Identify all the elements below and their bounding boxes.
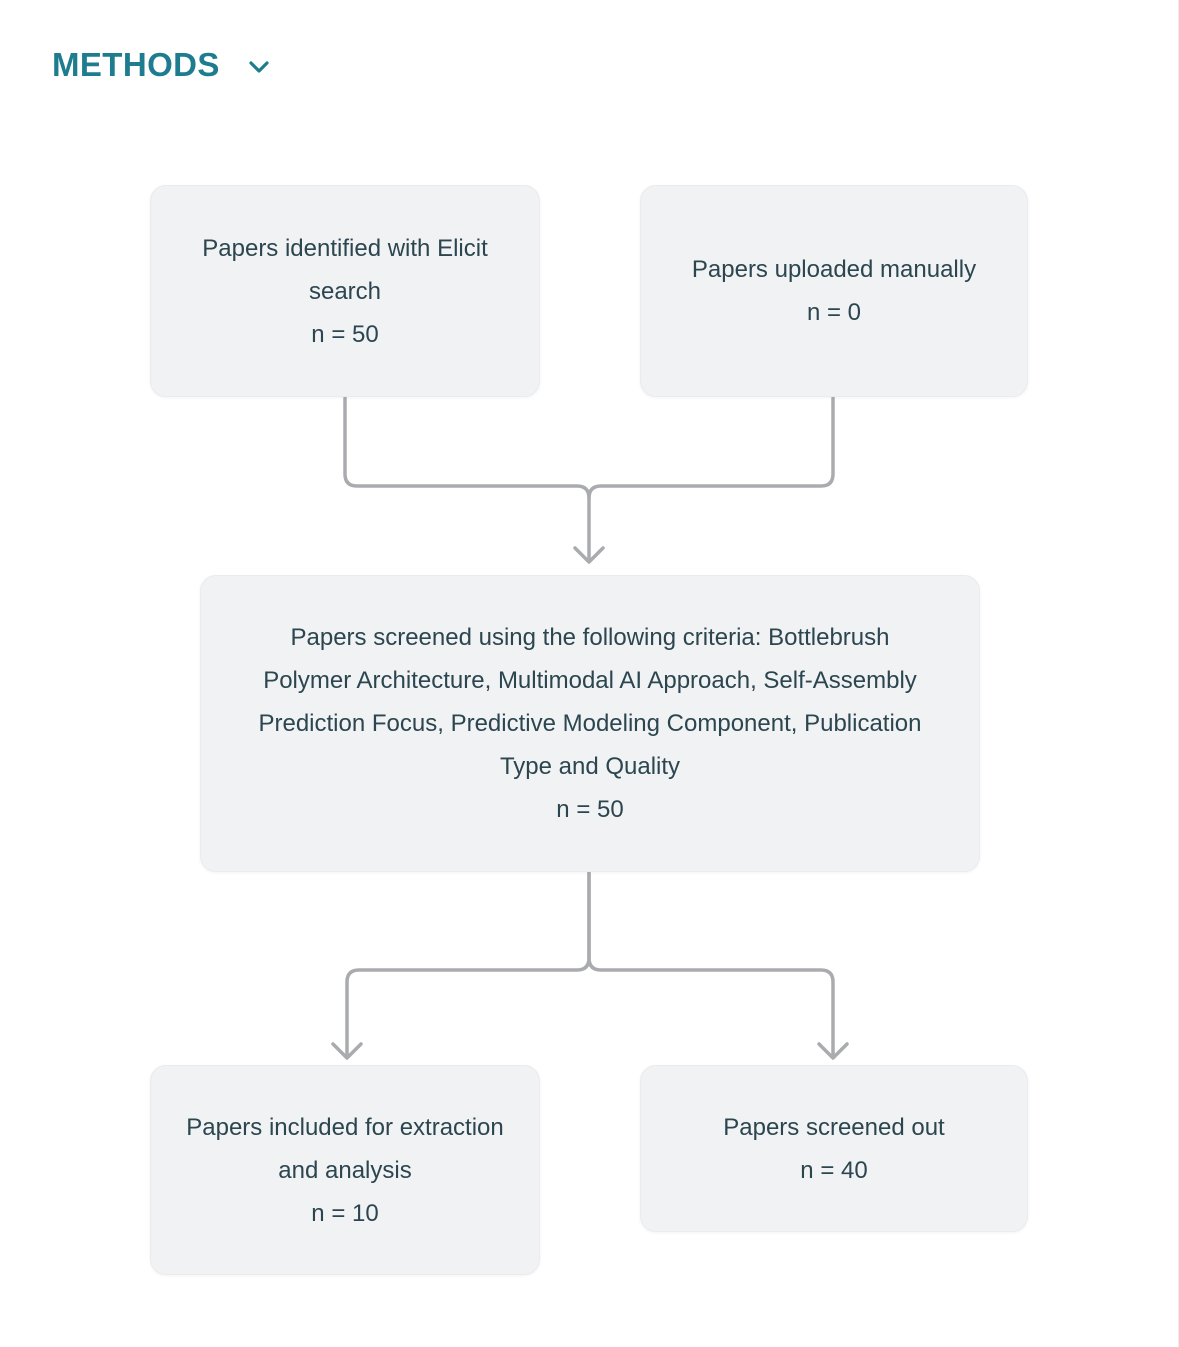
node-label: Papers screened using the following crit… bbox=[258, 624, 922, 780]
edge-uploaded-to-screened bbox=[587, 396, 835, 500]
chevron-down-icon bbox=[244, 53, 274, 81]
node-label: Papers identified with Elicit search bbox=[202, 234, 488, 305]
arrowhead-into-screened-out-icon bbox=[817, 1042, 849, 1060]
node-count: n = 0 bbox=[806, 299, 862, 326]
node-count: n = 40 bbox=[800, 1156, 868, 1184]
section-title: METHODS bbox=[52, 46, 220, 83]
flow-node-screened-out: Papers screened out n = 40 bbox=[640, 1065, 1028, 1232]
flow-node-screened: Papers screened using the following crit… bbox=[200, 575, 980, 872]
node-label: Papers screened out bbox=[723, 1113, 945, 1141]
arrowhead-into-screened-icon bbox=[573, 546, 605, 564]
arrowhead-into-included-icon bbox=[331, 1042, 363, 1060]
flow-node-included: Papers included for extraction and analy… bbox=[150, 1065, 540, 1275]
node-label: Papers included for extraction and analy… bbox=[186, 1113, 504, 1184]
flow-node-identified: Papers identified with Elicit search n =… bbox=[150, 185, 540, 397]
node-count: n = 50 bbox=[311, 320, 379, 348]
methods-section-toggle[interactable]: METHODS bbox=[52, 46, 274, 84]
edge-screened-to-screened-out bbox=[587, 871, 835, 1057]
node-count: n = 10 bbox=[311, 1199, 379, 1227]
edge-screened-to-included bbox=[345, 871, 591, 1057]
edge-identified-to-screened bbox=[343, 396, 591, 562]
node-label: Papers uploaded manually bbox=[691, 256, 977, 283]
flow-node-uploaded-manually: Papers uploaded manually n = 0 bbox=[640, 185, 1028, 397]
node-count: n = 50 bbox=[556, 796, 624, 823]
